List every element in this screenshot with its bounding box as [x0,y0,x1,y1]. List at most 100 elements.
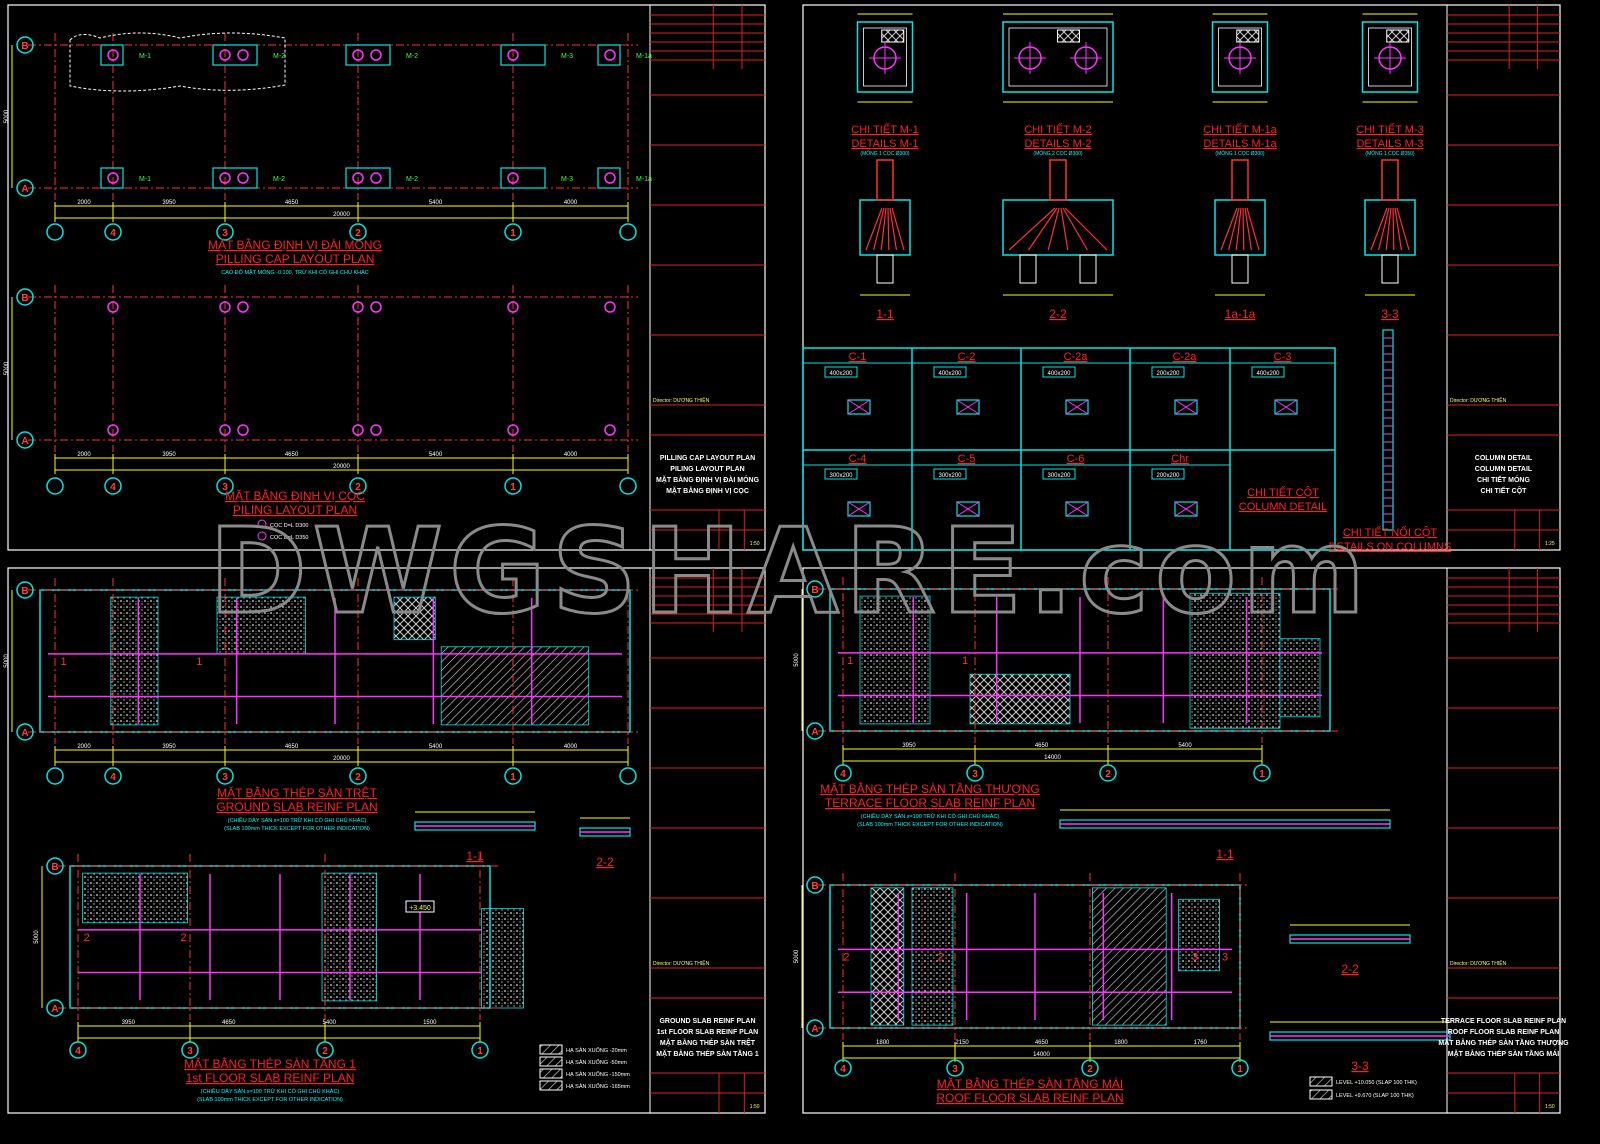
pile-icon [219,424,231,436]
footing-plan-outline [856,21,914,93]
dimension-value: 1800 [1114,1040,1128,1046]
grid-bubble [806,876,824,894]
plan-note: (CHIỀU DÀY SÀN s=100 TRỪ KHI CÓ GHI CHÚ … [228,817,367,824]
footing-detail-title: CHI TIẾT M-2 [1024,123,1091,136]
grid-bubble [504,477,522,495]
column-axis-label: 1 [510,772,516,783]
legend-pile-icon [257,519,267,529]
drawing-name: 1st FLOOR SLAB REINF PLAN [657,1029,759,1036]
rebar-line [1370,207,1388,251]
grid-bubble [834,1059,852,1077]
pile-icon [507,424,519,436]
rebar-line [1008,207,1056,251]
column-axis-label: 3 [222,772,228,783]
pile-cap [345,44,391,66]
pile-icon [237,424,249,436]
rebar-line [1047,207,1060,251]
section-label: 3-3 [1351,1059,1369,1073]
column-name: C-6 [1067,453,1085,465]
slab-hatch-area [393,596,436,641]
grid-bubble [16,723,34,741]
column-stub [1057,29,1080,43]
grid-bubble [1081,1059,1099,1077]
dimension-value: 5000 [794,949,800,963]
grid-bubble [104,223,122,241]
pile-cap-label: M-2 [273,53,285,60]
pile-icon [370,424,382,436]
footing-detail-note: (MÓNG 2 CỌC Ø300) [1033,150,1083,157]
column-name: C-1 [849,351,867,363]
column-axis-label: 2 [322,1046,328,1057]
column-size-box [1151,366,1185,378]
legend-swatch [539,1056,563,1067]
drawing-name: MẶT BẰNG ĐỊNH VỊ CỌC [666,486,749,495]
column-section-icon [1174,501,1198,517]
pile-cap-label: M-1 [139,53,151,60]
plan-subtitle: TERRACE FLOOR SLAB REINF PLAN [825,796,1035,810]
column-axis-label: 3 [222,228,228,239]
footing-inner [863,27,907,87]
dimension-value: 3950 [902,743,916,749]
footing-plan-outline [1002,21,1114,93]
section-cut-label: 1 [196,656,202,668]
dimension-value: 5000 [34,930,40,944]
footing-detail-subtitle: DETAILS M-2 [1024,138,1091,150]
pile-icon [219,172,231,184]
slab-hatch-area [911,887,954,1026]
rebar-line [889,207,897,251]
legend-swatch [1309,1076,1333,1087]
column-name: C-2a [1173,351,1198,363]
column-axis-label: 3 [972,769,978,780]
pile-icon [352,301,364,313]
column-axis-label: 2 [355,482,361,493]
drawing-name: CHI TIẾT CỘT [1481,485,1528,495]
column-section [1231,159,1249,201]
pile-cap-label: M-2 [273,176,285,183]
dimension-value: 5400 [429,452,443,458]
pile-icon [219,49,231,61]
column-section-icon [847,501,871,517]
footing-detail-subtitle: DETAILS M-3 [1356,138,1423,150]
rebar-line [865,207,883,251]
dimension-value: 5000 [794,653,800,667]
drawing-name: ROOF FLOOR SLAB REINF PLAN [1448,1029,1560,1036]
drawing-sheet [7,4,766,551]
scale-label: 1:50 [750,1104,760,1110]
rebar-line [1385,207,1392,251]
rebar-line [1064,207,1108,251]
legend-pile-icon [257,531,267,541]
pile-section [1231,254,1249,284]
rebar-line [887,207,890,251]
column-name: Chr [1171,453,1189,465]
footing-inner [1368,27,1412,87]
grid-bubble [619,223,637,241]
legend-swatch [539,1044,563,1055]
dimension-value: 4650 [222,1020,236,1026]
footing-inner [1218,27,1262,87]
dimension-value: 4000 [564,200,578,206]
pile-icon [370,301,382,313]
drawing-sheet [802,567,1561,1114]
dimension-value: 4650 [285,744,299,750]
rebar-line [1396,207,1410,251]
section-cut-label: 3 [1222,952,1228,964]
rebar-line [1228,207,1240,251]
pile-icon [507,172,519,184]
column-section-icon [956,501,980,517]
rebar-line [1220,207,1238,251]
stirrup [1065,501,1089,517]
column-axis-label: 2 [1087,1064,1093,1075]
column-axis-label: 3 [222,482,228,493]
director-label: Director: DƯƠNG THIỆN [1450,959,1507,967]
grid-bubble [16,581,34,599]
footing-detail-subtitle: DETAILS M-1 [851,138,918,150]
plan-title: MẶT BẰNG THÉP SÀN TẦNG 1 [184,1056,356,1071]
slab-hatch-area [1092,887,1167,1026]
pile-icon [107,49,119,61]
column-size: 400x200 [829,371,853,377]
column-section-icon [1174,399,1198,415]
dimension-value: 2000 [77,452,91,458]
pile-icon [604,424,616,436]
grid-bubble [46,857,64,875]
